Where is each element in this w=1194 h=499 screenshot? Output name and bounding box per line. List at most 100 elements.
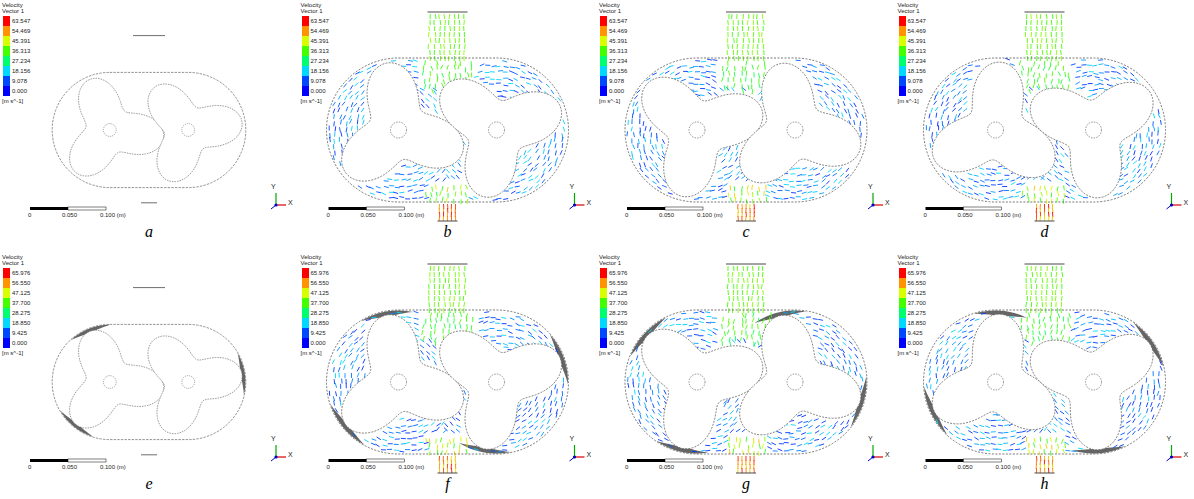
velocity-vector — [539, 330, 543, 333]
velocity-vector — [1061, 26, 1062, 31]
velocity-vector — [361, 324, 365, 327]
velocity-vector — [745, 313, 747, 318]
velocity-vector — [751, 185, 753, 190]
velocity-vector — [1036, 216, 1037, 221]
velocity-vector — [682, 65, 687, 66]
velocity-vector — [644, 402, 646, 407]
velocity-vector — [435, 32, 436, 37]
velocity-vector — [431, 176, 435, 179]
velocity-vector — [1088, 83, 1093, 84]
scale-bar — [30, 459, 106, 462]
velocity-vector — [718, 185, 723, 187]
velocity-vector — [474, 449, 479, 451]
velocity-vector — [1032, 38, 1033, 43]
velocity-vector — [1027, 44, 1028, 49]
velocity-vector — [497, 91, 502, 92]
velocity-vector — [421, 99, 424, 103]
velocity-vector — [440, 56, 441, 61]
velocity-vector — [819, 353, 823, 356]
velocity-vector — [528, 157, 531, 161]
velocity-vector — [455, 61, 456, 66]
velocity-vector — [399, 192, 404, 194]
velocity-vector — [826, 187, 830, 190]
velocity-vector — [1004, 175, 1009, 176]
velocity-vector — [638, 409, 641, 413]
velocity-vector — [548, 150, 549, 155]
velocity-vector — [543, 168, 545, 173]
velocity-vector — [640, 414, 641, 419]
velocity-vector — [1056, 20, 1057, 25]
velocity-vector — [716, 424, 721, 426]
velocity-vector — [733, 50, 734, 55]
velocity-vector — [350, 95, 353, 99]
velocity-vector — [1066, 183, 1070, 186]
velocity-vector — [456, 425, 460, 427]
velocity-vector — [631, 119, 632, 124]
velocity-vector — [346, 107, 348, 112]
velocity-vector — [430, 318, 432, 323]
velocity-vector — [454, 296, 455, 301]
velocity-vector — [459, 319, 461, 324]
velocity-vector — [546, 84, 550, 87]
velocity-vector — [1045, 32, 1046, 37]
velocity-vector — [341, 132, 342, 137]
velocity-vector — [516, 192, 521, 193]
velocity-vector — [428, 44, 429, 49]
velocity-vector — [523, 443, 527, 445]
velocity-vector — [1030, 44, 1031, 49]
velocity-vector — [728, 165, 732, 167]
velocity-vector — [757, 324, 759, 329]
velocity-vector — [495, 318, 500, 320]
velocity-vector — [463, 302, 465, 307]
velocity-vector — [338, 95, 340, 99]
velocity-vector — [511, 191, 515, 193]
velocity-vector — [951, 89, 955, 92]
velocity-vector — [1098, 59, 1103, 61]
velocity-vector — [408, 426, 413, 427]
velocity-vector — [1047, 44, 1048, 49]
velocity-vector — [734, 186, 735, 191]
velocity-vector — [639, 163, 640, 168]
velocity-vector — [442, 186, 443, 191]
velocity-vector — [724, 430, 728, 432]
velocity-vector — [537, 413, 539, 418]
velocity-vector — [758, 318, 760, 323]
velocity-vector — [355, 337, 358, 341]
velocity-vector — [1137, 169, 1140, 173]
velocity-vector — [712, 332, 716, 335]
velocity-vector — [1130, 180, 1134, 182]
velocity-vector — [785, 189, 790, 191]
velocity-vector — [434, 90, 437, 94]
velocity-vector — [556, 157, 558, 162]
velocity-vector — [520, 337, 524, 339]
velocity-vector — [1099, 88, 1104, 89]
velocity-vector — [1078, 195, 1083, 197]
velocity-vector — [1033, 83, 1034, 88]
velocity-vector — [536, 149, 539, 153]
velocity-vector — [329, 126, 330, 131]
velocity-vector — [727, 20, 729, 25]
velocity-vector — [463, 308, 464, 313]
velocity-vector — [631, 127, 632, 132]
shaft — [489, 122, 505, 138]
velocity-vector — [688, 83, 693, 84]
shaft — [787, 122, 803, 138]
velocity-vector — [518, 439, 522, 442]
velocity-vector — [480, 64, 485, 66]
velocity-vector — [1065, 153, 1069, 157]
velocity-vector — [449, 439, 450, 444]
velocity-vector — [813, 330, 818, 332]
velocity-vector — [530, 167, 533, 171]
velocity-vector — [1038, 65, 1040, 70]
velocity-vector — [808, 425, 812, 428]
velocity-vector — [509, 336, 514, 337]
velocity-vector — [797, 184, 802, 186]
velocity-vectors — [627, 14, 864, 221]
velocity-vector — [844, 84, 848, 87]
velocity-vector — [344, 365, 346, 370]
velocity-vector — [394, 444, 399, 445]
velocity-vector — [537, 156, 540, 160]
velocity-vector — [377, 437, 381, 440]
velocity-vector — [376, 192, 381, 193]
velocity-vector — [458, 278, 459, 283]
